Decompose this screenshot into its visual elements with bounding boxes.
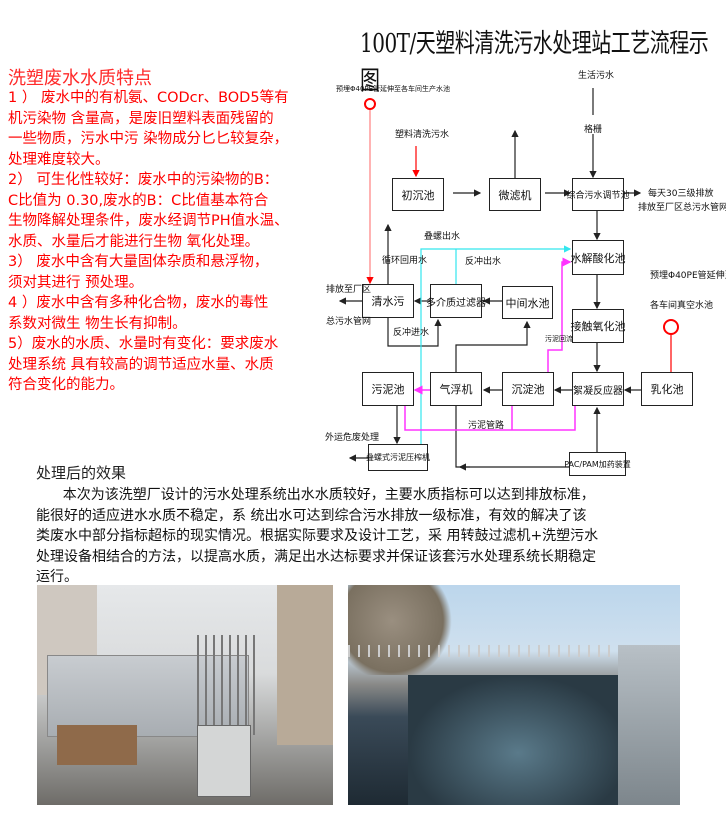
text-line: 2） 可生化性较好：废水中的污染物的B： [8, 172, 279, 188]
text-line: 处理设备相结合的方法，以提高水质，满足出水达标要求并保证该套污水处理系统长期稳定 [36, 548, 596, 565]
box-primary-settling: 初沉池 [392, 178, 444, 211]
flow-lines [338, 88, 679, 471]
label-backwash-in: 反冲进水 [393, 328, 430, 338]
effect-text: 本次为该洗塑厂设计的污水处理系统出水水质较好，主要水质指标可以达到排放标准， 能… [36, 485, 598, 588]
box-sedimentation: 沉淀池 [502, 372, 554, 406]
box-micro-filter: 微滤机 [489, 178, 541, 211]
photo-equipment-site [37, 585, 333, 805]
text-line: 一些物质，污水中污 染物成分匕匕较复杂， [8, 131, 289, 147]
label-domestic-sewage: 生活污水 [578, 71, 615, 81]
text-line: 本次为该洗塑厂设计的污水处理系统出水水质较好，主要水质指标可以达到排放标准， [36, 487, 595, 503]
text-line: 处理难度较大。 [8, 151, 110, 168]
pipe-marker-icon [663, 319, 679, 335]
label-sludge-return: 污泥回流 [545, 335, 573, 343]
text-line: 运行。 [36, 569, 78, 585]
text-line: 系数对微生 物生长有抑制。 [8, 315, 187, 332]
box-emulsion: 乳化池 [641, 372, 693, 406]
label-recycle-water: 循环回用水 [382, 256, 428, 266]
label-grille: 格栅 [584, 125, 603, 135]
box-sludge-tank: 污泥池 [362, 372, 414, 406]
label-outlet-1: 排放至厂区 [326, 285, 372, 295]
box-equalization: 综合污水调节池 [567, 178, 630, 211]
box-multimedia-filter: 多介质过滤器 [426, 284, 486, 318]
diagram-title: 100T/天塑料清洗污水处理站工艺流程示图 [360, 27, 709, 97]
label-pipe-right-1: 预埋Φ40PE管延伸至 [650, 271, 726, 281]
label-press-effluent: 叠螺出水 [424, 232, 461, 242]
water-quality-heading: 洗塑废水水质特点 [8, 68, 152, 89]
label-discharge-1: 每天30三级排放 [648, 189, 714, 199]
box-air-flotation: 气浮机 [430, 372, 482, 406]
box-contact-oxidation: 接触氧化池 [571, 309, 626, 343]
box-dosing-device: PAC/PAM加药装置 [564, 452, 631, 476]
text-line: 1 ） 废水中的有机氨、CODcr、BOD5等有 [8, 90, 289, 106]
label-discharge-2: 排放至厂区总污水管网 [638, 203, 726, 213]
water-quality-text: 1 ） 废水中的有机氨、CODcr、BOD5等有 机污染物 含量高，是废旧塑料表… [8, 88, 320, 396]
label-hazardous-disposal: 外运危废处理 [325, 433, 380, 443]
label-outlet-2: 总污水管网 [326, 317, 372, 327]
text-line: 处理系统 具有较高的调节适应水量、水质 [8, 356, 274, 373]
text-line: 生物降解处理条件，废水经调节PH值水温、 [8, 213, 289, 229]
label-backwash-out: 反冲出水 [465, 257, 502, 267]
text-line: 水质、水量后才能进行生物 氧化处理。 [8, 233, 260, 250]
label-plastic-wastewater: 塑料清洗污水 [395, 130, 450, 140]
box-flocculation: 絮凝反应器 [572, 372, 624, 406]
label-sludge-pipe: 污泥管路 [468, 421, 505, 431]
text-line: 须对其进行 预处理。 [8, 274, 144, 291]
text-line: 类废水中部分指标超标的现实情况。根据实际要求及设计工艺，采 用转鼓过滤机+洗塑污… [36, 528, 599, 544]
text-line: 5）废水的水质、水量时有变化：要求废水 [8, 336, 279, 352]
text-line: C比值为 0.30,废水的B：C比值基本符合 [8, 192, 269, 209]
box-hydrolysis: 水解酸化池 [571, 240, 626, 275]
box-intermediate-tank: 中间水池 [502, 286, 553, 319]
pipe-marker-icon [364, 98, 376, 110]
label-pipe-top: 预埋Φ40PE管延伸至各车间生产水池 [336, 85, 451, 93]
text-line: 机污染物 含量高，是废旧塑料表面残留的 [8, 110, 274, 127]
text-line: 4 ）废水中含有多种化合物，废水的毒性 [8, 295, 269, 311]
box-screw-press: 叠螺式污泥压榨机 [366, 444, 430, 471]
text-line: 能很好的适应进水水质不稳定，系 统出水可达到综合污水排放一级标准，有效的解决了该 [36, 507, 587, 524]
text-line: 3） 废水中含有大量固体杂质和悬浮物， [8, 254, 269, 270]
text-line: 符合变化的能力。 [8, 377, 124, 393]
effect-heading: 处理后的效果 [36, 464, 127, 482]
label-pipe-right-2: 各车间真空水池 [650, 301, 714, 311]
box-clear-water: 清水污 [362, 284, 414, 318]
photo-treatment-tanks [348, 585, 680, 805]
